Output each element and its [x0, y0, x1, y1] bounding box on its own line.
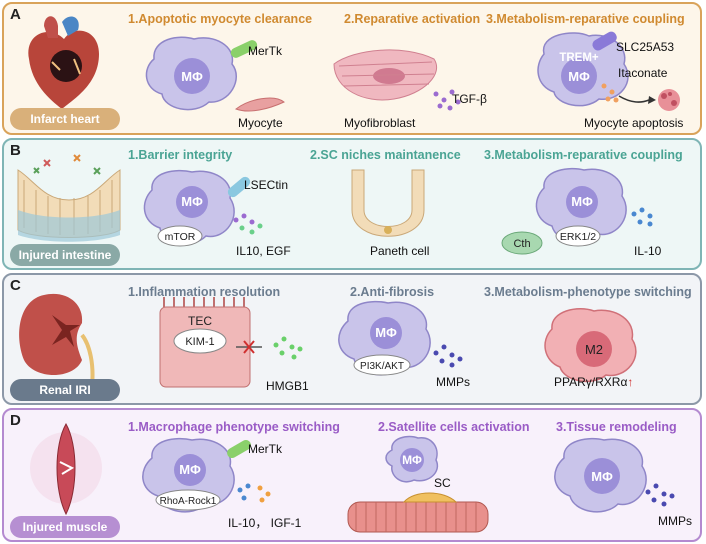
- arrow-icon: [618, 95, 650, 103]
- panel-a-art: MΦ MΦ TREM+: [28, 16, 680, 112]
- macrophage-cell: [338, 300, 431, 376]
- organ-label: Injured muscle: [10, 516, 120, 538]
- organ-label: Injured intestine: [10, 244, 120, 266]
- small-macrophage: [385, 435, 439, 483]
- panel-d-art: MΦ RhoA-Rock1 MΦ MΦ: [30, 422, 675, 533]
- step-title: 2.Satellite cells activation: [378, 420, 530, 434]
- pi3k-label: PI3K/AKT: [360, 361, 404, 372]
- tgf-beta-dots: [433, 89, 461, 111]
- macrophage-label: MΦ: [402, 453, 422, 467]
- panel-b: B: [2, 138, 702, 270]
- muscle-fiber: [347, 492, 489, 533]
- il10-label: IL-10: [634, 244, 662, 258]
- macrophage-label: MΦ: [591, 469, 613, 484]
- panel-c: C MΦ PI3K/AKT KIM-1: [2, 273, 702, 405]
- mtor-label: mTOR: [165, 231, 196, 243]
- mertk-receptor: [227, 439, 251, 458]
- step-title: 3.Metabolism-reparative coupling: [484, 148, 683, 162]
- ppar-text: PPARγ/RXRα: [554, 375, 628, 389]
- kidney-icon: [19, 293, 95, 386]
- itaconate-label: Itaconate: [618, 66, 668, 80]
- panel-c-art: MΦ PI3K/AKT KIM-1 TEC M2: [19, 293, 637, 388]
- macrophage-cell: [143, 169, 235, 247]
- lsectin-receptor: [227, 176, 251, 198]
- mmps-dots: [433, 344, 463, 368]
- step-title: 1.Apoptotic myocyte clearance: [128, 12, 313, 26]
- block-cross-icon: [243, 340, 255, 354]
- step-title: 1.Macrophage phenotype switching: [128, 420, 340, 434]
- erk-label: ERK1/2: [560, 231, 596, 243]
- heart-icon: [28, 16, 99, 109]
- mertk-label: MerTk: [248, 44, 282, 58]
- il10-dots: [631, 207, 653, 227]
- up-arrow-icon: ↑: [627, 375, 634, 389]
- macrophage-cell: [142, 437, 235, 513]
- myofibroblast-shape: [333, 49, 437, 101]
- itaconate-dots: [601, 83, 619, 103]
- rhoa-label: RhoA-Rock1: [160, 496, 217, 507]
- panel-d-letter: D: [10, 412, 21, 429]
- panel-b-art: MΦ mTOR MΦ ERK1/2 Cth: [17, 154, 653, 255]
- mmps-label: MMPs: [658, 514, 692, 528]
- il10-igf-label: IL-10， IGF-1: [228, 516, 302, 530]
- step-title: 2.Anti-fibrosis: [350, 285, 435, 299]
- macrophage-label: MΦ: [181, 194, 203, 209]
- step-title: 3.Metabolism-phenotype switching: [484, 285, 692, 299]
- macrophage-label: MΦ: [181, 69, 203, 84]
- trem-label: TREM+: [559, 52, 599, 64]
- macrophage-cell: [554, 437, 647, 513]
- intestine-icon: [17, 154, 121, 242]
- step-title: 3.Metabolism-reparative coupling: [486, 12, 685, 26]
- myocyte-label: Myocyte: [238, 116, 283, 130]
- apoptosis-label: Myocyte apoptosis: [584, 116, 684, 130]
- crypt-icon: [351, 169, 425, 237]
- il10-igf-dots: [237, 483, 271, 503]
- hmgb1-dots: [273, 336, 303, 360]
- myocyte-shape: [234, 97, 285, 112]
- kim1-label: KIM-1: [185, 336, 214, 348]
- arrow-head-icon: [648, 96, 656, 104]
- panel-a-letter: A: [10, 6, 21, 23]
- step-title: 1.Barrier integrity: [128, 148, 233, 162]
- m2-label: M2: [585, 342, 603, 357]
- il10-egf-dots: [233, 213, 263, 235]
- myofibroblast-label: Myofibroblast: [344, 116, 416, 130]
- macrophage-label: MΦ: [568, 69, 590, 84]
- cth-bubble: [501, 231, 543, 255]
- macrophage-label: MΦ: [179, 462, 201, 477]
- organ-label: Renal IRI: [10, 379, 120, 401]
- step-title: 2.SC niches maintanence: [310, 148, 461, 162]
- sc-label: SC: [434, 476, 451, 490]
- panel-c-letter: C: [10, 277, 21, 294]
- mmps-label: MMPs: [436, 375, 470, 389]
- ppar-label: PPARγ/RXRα↑: [554, 375, 633, 389]
- m2-macrophage: [544, 308, 637, 383]
- paneth-label: Paneth cell: [370, 244, 430, 258]
- step-title: 3.Tissue remodeling: [556, 420, 677, 434]
- lsectin-label: LSECtin: [244, 178, 289, 192]
- tgf-beta-label: TGF-β: [452, 92, 487, 106]
- macrophage-label: MΦ: [571, 194, 593, 209]
- macrophage-cell: [535, 167, 627, 247]
- macrophage-cell: [145, 36, 237, 111]
- panel-b-letter: B: [10, 142, 21, 159]
- il10-egf-label: IL10, EGF: [236, 244, 291, 258]
- tec-label: TEC: [188, 314, 212, 328]
- tec-cell: [159, 297, 251, 388]
- step-title: 1.Inflammation resolution: [128, 285, 281, 299]
- muscle-icon: [30, 422, 102, 516]
- slc-transporter: [592, 31, 617, 51]
- organ-label: Infarct heart: [10, 108, 120, 130]
- hmgb1-label: HMGB1: [266, 379, 309, 393]
- mertk-receptor: [230, 40, 258, 58]
- cth-label: Cth: [513, 238, 530, 250]
- macrophage-label: MΦ: [375, 325, 397, 340]
- mmps-dots: [645, 483, 675, 507]
- panel-a: A: [2, 2, 702, 135]
- step-title: 2.Reparative activation: [344, 12, 481, 26]
- panel-d: D MΦ: [2, 408, 702, 542]
- mertk-label: MerTk: [248, 442, 282, 456]
- apoptotic-body: [658, 89, 680, 111]
- slc-label: SLC25A53: [616, 40, 675, 54]
